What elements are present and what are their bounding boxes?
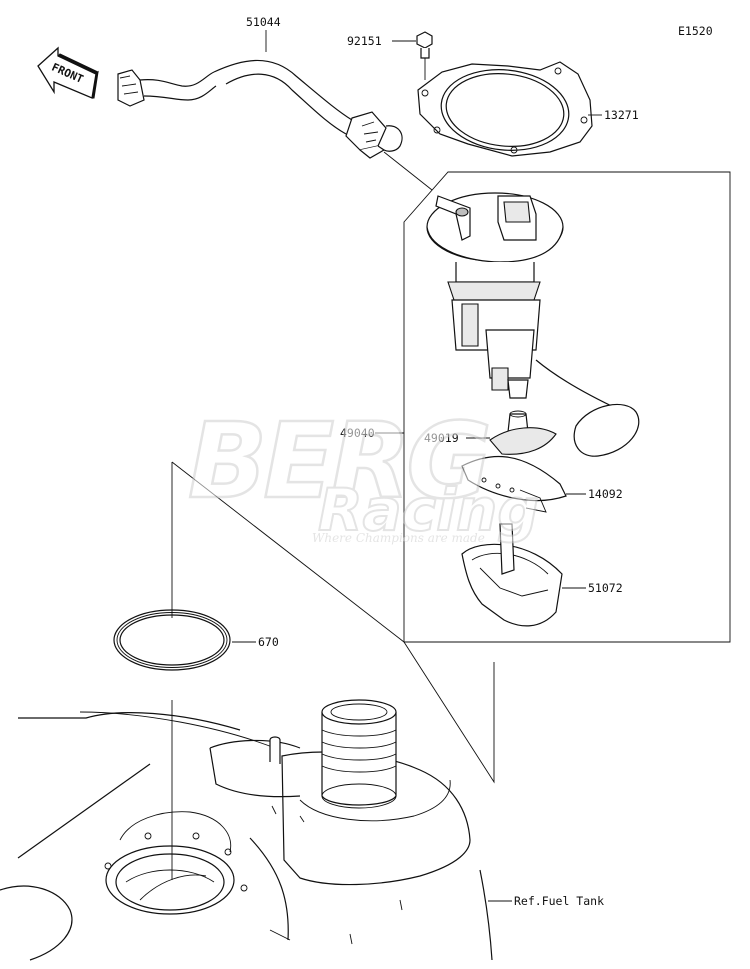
label-14092: 14092 (588, 487, 623, 501)
svg-text:BERG: BERG (188, 400, 488, 522)
fuel-pump-part (426, 192, 640, 457)
diagram-code: E1520 (678, 24, 713, 38)
filter-part (489, 410, 557, 455)
label-49040: 49040 (340, 426, 375, 440)
fuel-hose-part (117, 59, 433, 191)
bolt-part (416, 31, 433, 80)
label-51072: 51072 (588, 581, 623, 595)
svg-text:Racing: Racing (318, 476, 539, 544)
label-13271: 13271 (604, 108, 639, 122)
pump-assembly-frame (403, 171, 731, 643)
svg-text:Where Champions are made: Where Champions are made (312, 531, 485, 545)
case-part (461, 523, 563, 627)
label-ref-fuel-tank: Ref.Fuel Tank (514, 894, 604, 908)
holder-part (461, 456, 567, 513)
label-92151: 92151 (347, 34, 382, 48)
o-ring-part (113, 609, 231, 671)
label-670: 670 (258, 635, 279, 649)
label-49019: 49019 (424, 431, 459, 445)
front-arrow-icon: FRONT (37, 46, 99, 99)
watermark-logo: BERG Racing Where Champions are made (187, 399, 540, 545)
gasket-part (417, 61, 593, 157)
label-51044: 51044 (246, 15, 281, 29)
fuel-tank-part (0, 699, 493, 961)
